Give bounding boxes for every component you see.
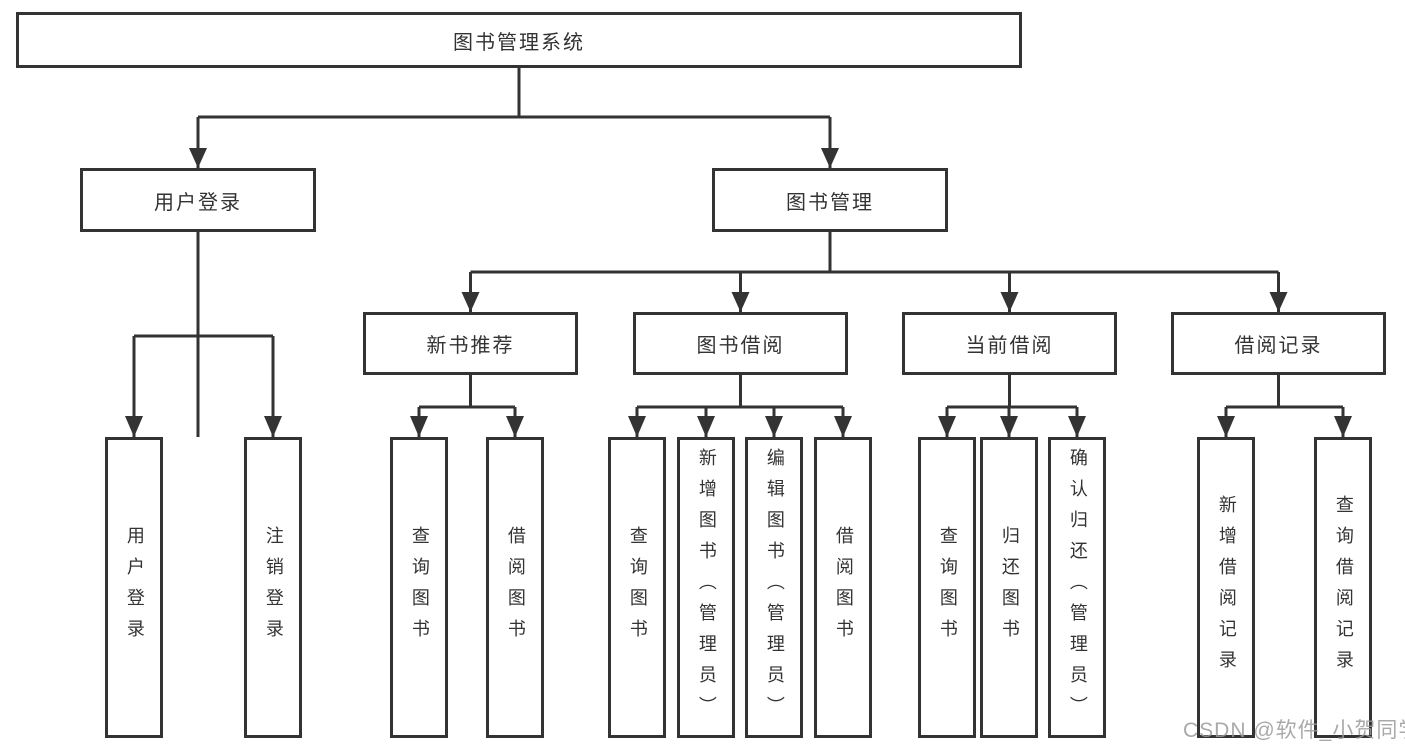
leaf-label: 确认归还（管理员） <box>1067 448 1088 727</box>
connector-current-to-leaves <box>938 375 1086 437</box>
leaf-label: 用户登录 <box>124 525 145 650</box>
connector-records-to-leaves <box>1217 375 1352 437</box>
leaf-label: 新增借阅记录 <box>1216 494 1237 681</box>
connector-root-to-level2 <box>189 68 839 437</box>
node-borrow-records: 借阅记录 <box>1171 312 1386 375</box>
leaf-label: 查询图书 <box>409 525 430 650</box>
node-book-borrow: 图书借阅 <box>633 312 848 375</box>
leaf-borrow-edit-book-admin: 编辑图书（管理员） <box>745 437 803 738</box>
leaf-label: 查询图书 <box>937 525 958 650</box>
node-book-management: 图书管理 <box>712 168 948 232</box>
leaf-borrow-borrow-book: 借阅图书 <box>814 437 872 738</box>
leaf-user-login: 用户登录 <box>105 437 163 738</box>
node-user-login: 用户登录 <box>80 168 316 232</box>
leaf-label: 查询图书 <box>627 525 648 650</box>
connector-userlogin-to-leaves <box>125 232 282 437</box>
leaf-label: 注销登录 <box>263 525 284 650</box>
leaf-current-confirm-return-admin: 确认归还（管理员） <box>1048 437 1106 738</box>
node-new-book-recommend: 新书推荐 <box>363 312 578 375</box>
leaf-borrow-query-book: 查询图书 <box>608 437 666 738</box>
connector-recommend-to-leaves <box>410 375 524 437</box>
csdn-watermark: CSDN @软件_小贺同学 <box>1183 719 1405 742</box>
leaf-logout: 注销登录 <box>244 437 302 738</box>
leaf-label: 查询借阅记录 <box>1333 494 1354 681</box>
leaf-recommend-query-book: 查询图书 <box>390 437 448 738</box>
leaf-label: 借阅图书 <box>505 525 526 650</box>
leaf-label: 新增图书（管理员） <box>696 448 717 727</box>
node-root-system: 图书管理系统 <box>16 12 1022 68</box>
leaf-current-query-book: 查询图书 <box>918 437 976 738</box>
leaf-label: 编辑图书（管理员） <box>764 448 785 727</box>
leaf-recommend-borrow-book: 借阅图书 <box>486 437 544 738</box>
leaf-label: 借阅图书 <box>833 525 854 650</box>
leaf-label: 归还图书 <box>999 525 1020 650</box>
leaf-current-return-book: 归还图书 <box>980 437 1038 738</box>
leaf-records-add-record: 新增借阅记录 <box>1197 437 1255 738</box>
connector-borrow-to-leaves <box>628 375 852 437</box>
connector-bookmgmt-to-level3 <box>461 232 1288 312</box>
leaf-records-query-record: 查询借阅记录 <box>1314 437 1372 738</box>
node-current-borrow: 当前借阅 <box>902 312 1117 375</box>
leaf-borrow-add-book-admin: 新增图书（管理员） <box>677 437 735 738</box>
